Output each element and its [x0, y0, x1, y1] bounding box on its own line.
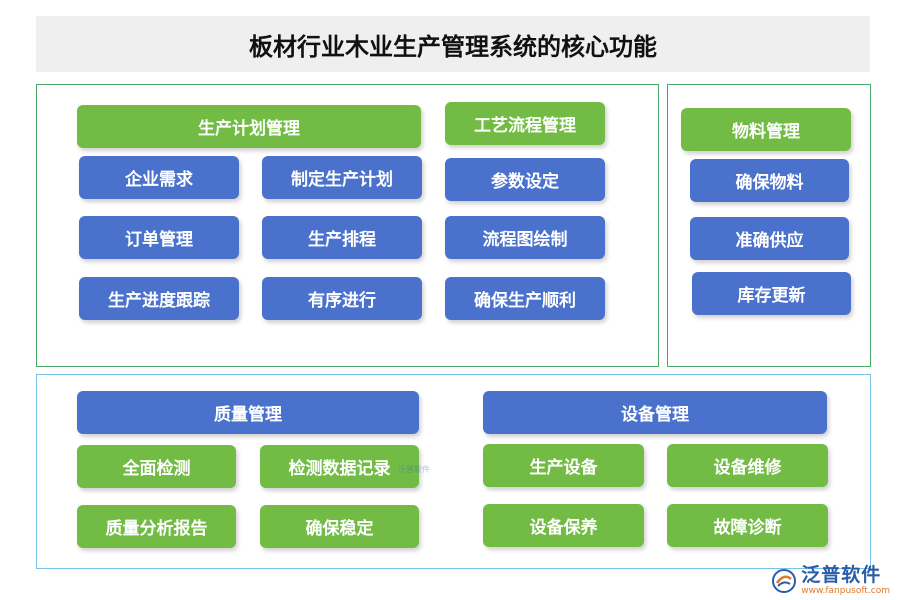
production-plan-item: 有序进行	[262, 277, 422, 320]
quality-item: 检测数据记录	[260, 445, 419, 488]
quality-header: 质量管理	[77, 391, 419, 434]
process-flow-item: 确保生产顺利	[445, 277, 605, 320]
equipment-item: 故障诊断	[667, 504, 828, 547]
production-plan-item: 订单管理	[79, 216, 239, 259]
material-item: 库存更新	[692, 272, 851, 315]
production-plan-item: 制定生产计划	[262, 156, 422, 199]
process-flow-item: 参数设定	[445, 158, 605, 201]
production-plan-item: 企业需求	[79, 156, 239, 199]
quality-item: 确保稳定	[260, 505, 419, 548]
fanpu-logo-icon	[772, 569, 797, 593]
production-plan-item: 生产进度跟踪	[79, 277, 239, 320]
process-flow-item: 流程图绘制	[445, 216, 605, 259]
material-header: 物料管理	[681, 108, 851, 151]
center-watermark-text: 泛普软件	[398, 465, 430, 474]
production-plan-header: 生产计划管理	[77, 105, 421, 148]
page-title: 板材行业木业生产管理系统的核心功能	[36, 16, 870, 72]
center-watermark: 泛普软件	[398, 464, 430, 475]
equipment-header: 设备管理	[483, 391, 827, 434]
material-item: 准确供应	[690, 217, 849, 260]
process-flow-header: 工艺流程管理	[445, 102, 605, 145]
quality-item: 质量分析报告	[77, 505, 236, 548]
material-item: 确保物料	[690, 159, 849, 202]
brand-name: 泛普软件	[801, 564, 882, 586]
brand-watermark: 泛普软件 www.fanpusoft.com	[771, 566, 890, 596]
equipment-item: 设备维修	[667, 444, 828, 487]
brand-url: www.fanpusoft.com	[801, 586, 890, 596]
equipment-item: 生产设备	[483, 444, 644, 487]
quality-item: 全面检测	[77, 445, 236, 488]
equipment-item: 设备保养	[483, 504, 644, 547]
production-plan-item: 生产排程	[262, 216, 422, 259]
